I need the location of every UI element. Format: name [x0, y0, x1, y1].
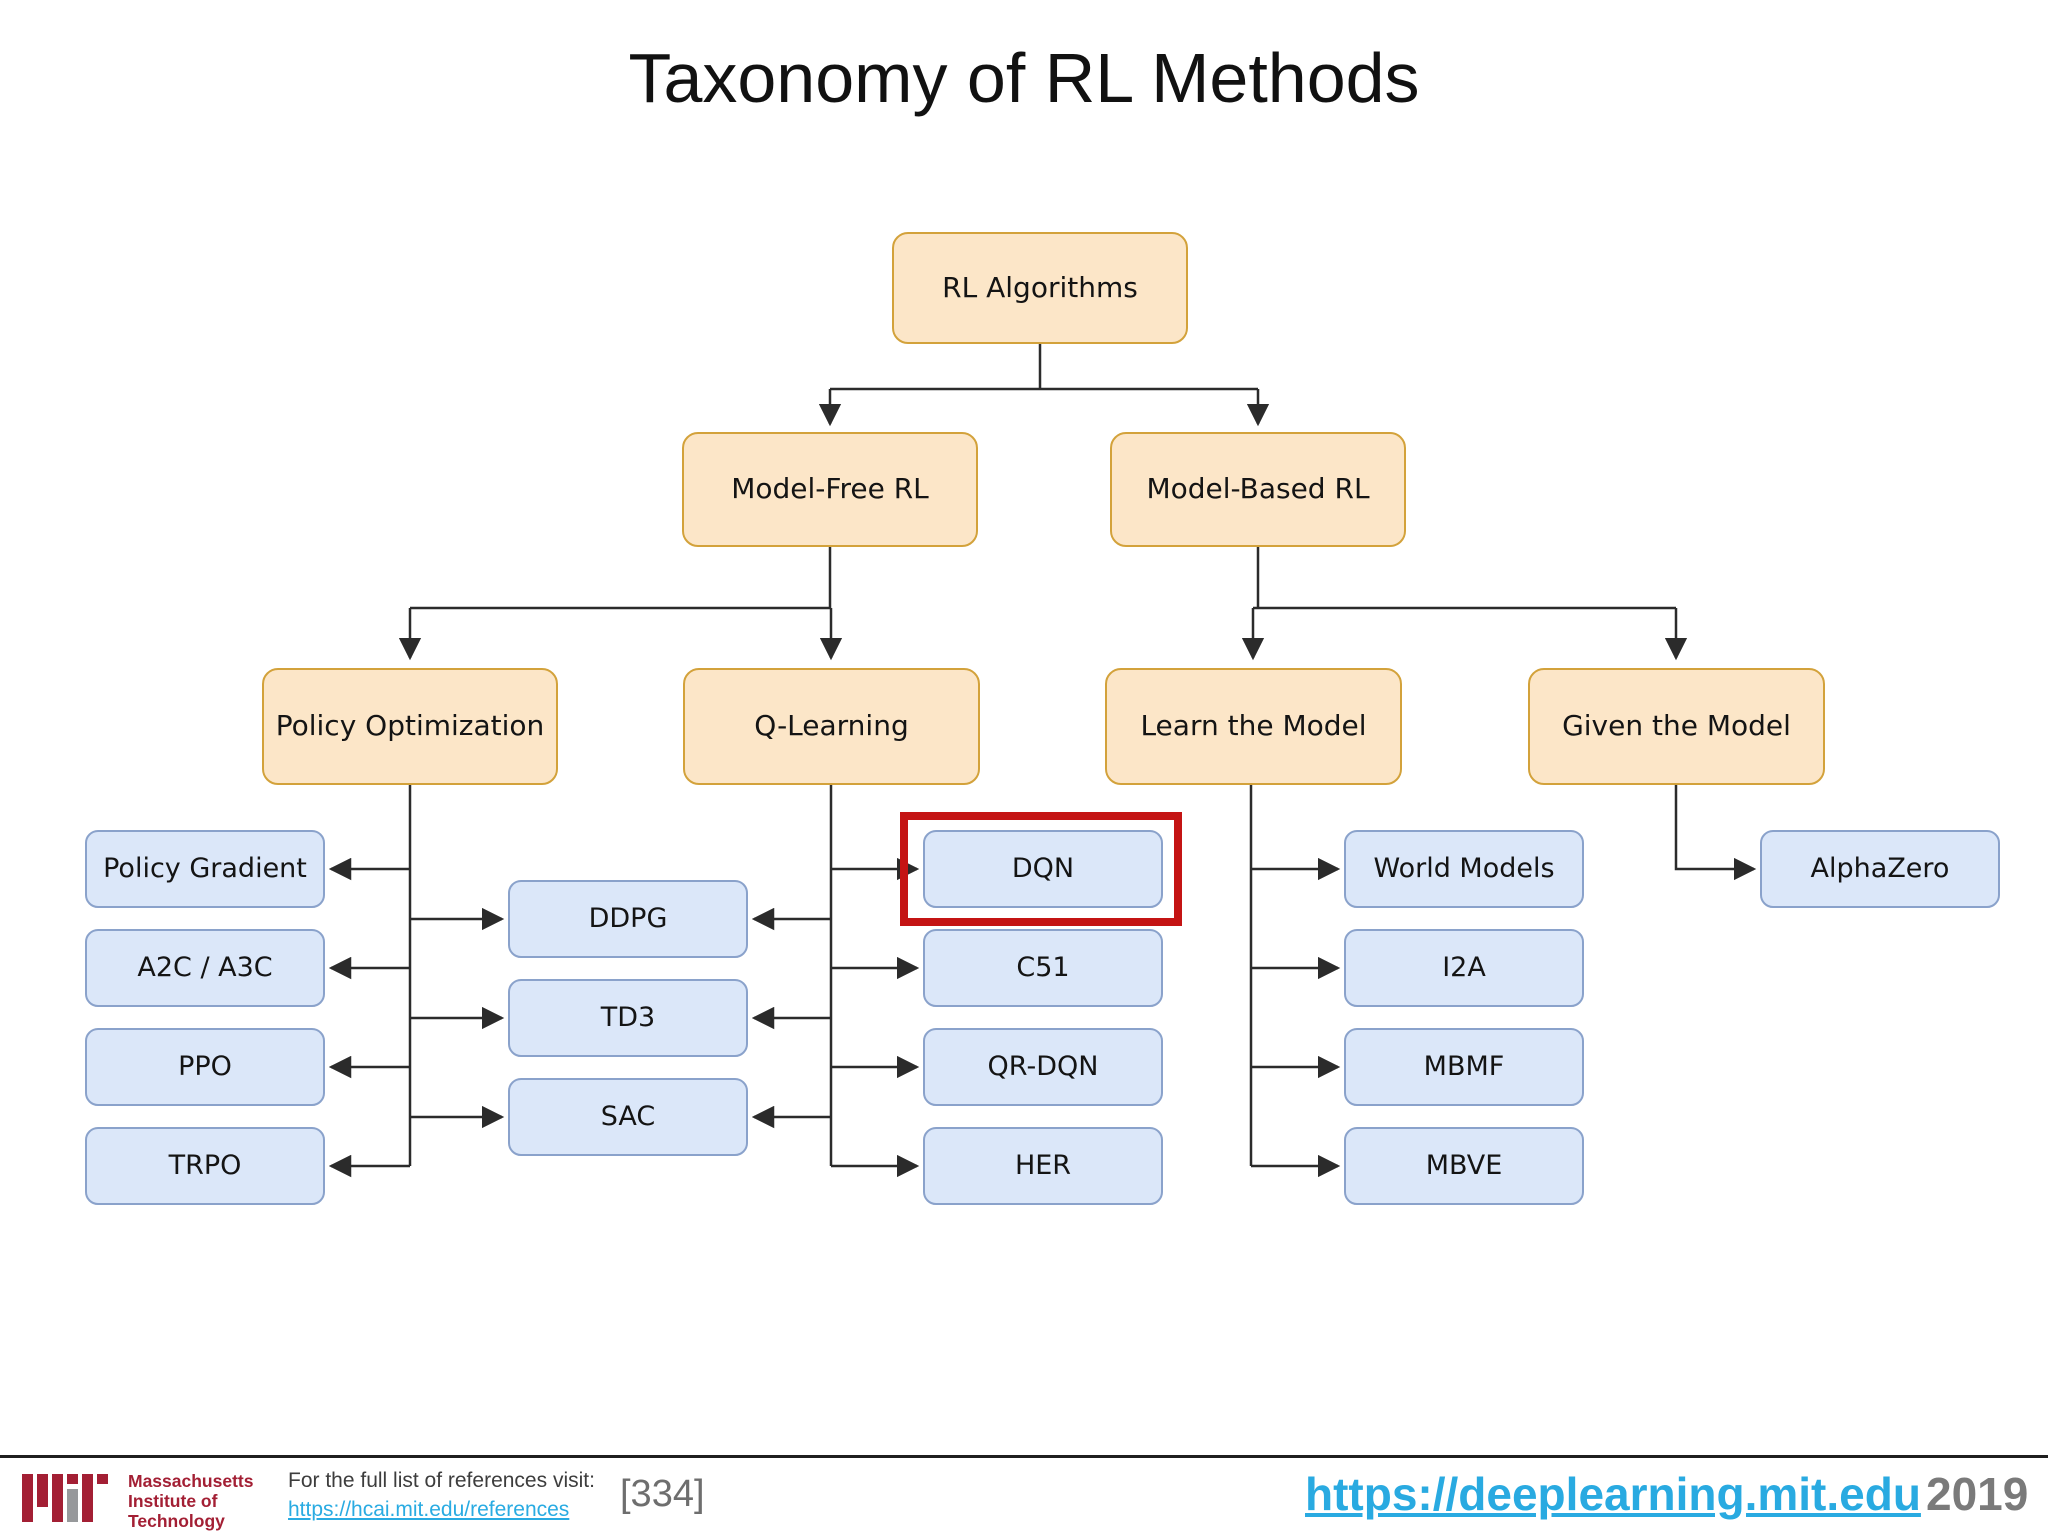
node-policy-optimization: Policy Optimization — [262, 668, 558, 785]
mit-wordmark-line: Technology — [128, 1511, 225, 1531]
mit-logo-bar — [82, 1474, 93, 1522]
node-q-learning: Q-Learning — [683, 668, 980, 785]
node-sac: SAC — [508, 1078, 748, 1156]
mit-logo-bar — [22, 1474, 33, 1522]
node-given-the-model: Given the Model — [1528, 668, 1825, 785]
course-site-link[interactable]: https://deeplearning.mit.edu — [1305, 1468, 1921, 1520]
mit-logo — [22, 1474, 108, 1522]
node-alphazero: AlphaZero — [1760, 830, 2000, 908]
node-mbve: MBVE — [1344, 1127, 1584, 1205]
node-i2a: I2A — [1344, 929, 1584, 1007]
node-learn-the-model: Learn the Model — [1105, 668, 1402, 785]
node-her: HER — [923, 1127, 1163, 1205]
references-link[interactable]: https://hcai.mit.edu/references — [288, 1498, 570, 1521]
mit-logo-bar — [52, 1474, 63, 1522]
footer-divider — [0, 1455, 2048, 1458]
node-trpo: TRPO — [85, 1127, 325, 1205]
references-note: For the full list of references visit: — [288, 1469, 595, 1492]
node-ddpg: DDPG — [508, 880, 748, 958]
mit-wordmark-line: Massachusetts — [128, 1471, 254, 1491]
node-c51: C51 — [923, 929, 1163, 1007]
node-mbmf: MBMF — [1344, 1028, 1584, 1106]
node-rl-algorithms: RL Algorithms — [892, 232, 1188, 344]
dqn-highlight-box — [900, 812, 1182, 926]
year-label: 2019 — [1926, 1468, 2029, 1520]
node-model-based-rl: Model-Based RL — [1110, 432, 1406, 547]
node-policy-gradient: Policy Gradient — [85, 830, 325, 908]
node-world-models: World Models — [1344, 830, 1584, 908]
node-a2c-a3c: A2C / A3C — [85, 929, 325, 1007]
mit-wordmark: Massachusetts Institute of Technology — [128, 1471, 253, 1531]
mit-logo-bar — [67, 1489, 78, 1522]
mit-logo-bar — [97, 1474, 108, 1484]
node-dqn: DQN — [923, 830, 1163, 908]
node-qr-dqn: QR-DQN — [923, 1028, 1163, 1106]
mit-logo-bar — [37, 1474, 48, 1507]
node-td3: TD3 — [508, 979, 748, 1057]
mit-logo-bar — [67, 1474, 78, 1484]
node-model-free-rl: Model-Free RL — [682, 432, 978, 547]
mit-wordmark-line: Institute of — [128, 1491, 218, 1511]
slide-title: Taxonomy of RL Methods — [628, 39, 1420, 117]
node-ppo: PPO — [85, 1028, 325, 1106]
slide-number: [334] — [620, 1473, 705, 1515]
